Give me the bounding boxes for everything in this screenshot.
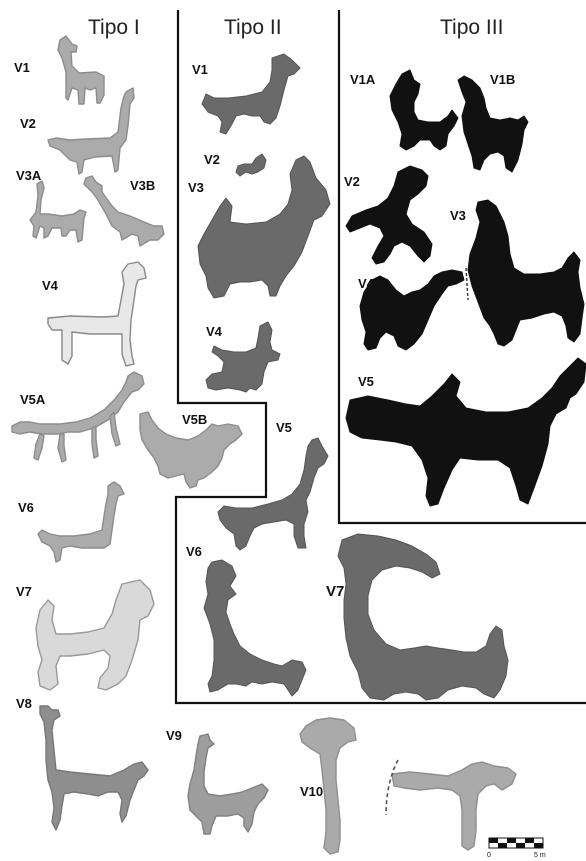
tipo1-v10-break-line [386,760,398,815]
tipo2-v7-label: V7 [326,583,344,600]
tipo1-v2-llama-figure [48,88,134,174]
tipo3-figures [346,70,586,506]
tipo2-v1-figure [202,54,300,134]
tipo3-v1a-figure [390,70,458,150]
tipo1-v6-label: V6 [18,500,34,515]
scale-end-label: 5 m [534,852,546,859]
tipo2-v4-label: V4 [206,324,223,339]
tipo1-v4-figure [48,262,146,366]
tipo3-v4-break-line [466,268,468,300]
tipo1-v1-llama-figure [58,36,104,104]
tipo2-v1-label: V1 [192,62,208,77]
tipo1-v9-label: V9 [166,728,182,743]
tipo3-v2-label: V2 [344,174,360,189]
tipo2-v3-label: V3 [188,180,204,195]
tipo1-v1-label: V1 [14,60,30,75]
tipo3-v5-figure [346,358,586,506]
tipo3-v3-figure [468,200,584,346]
tipo3-v4-label: V4 [358,276,375,291]
tipo1-v2-label: V2 [20,116,36,131]
tipo1-v10-second-figure [392,762,516,850]
tipo2-v5-label: V5 [276,420,292,435]
tipo3-v3-label: V3 [450,208,466,223]
tipo1-v3a-label: V3A [16,168,42,183]
tipo1-v7-figure [36,580,154,690]
tipo2-v6-figure [204,560,306,696]
tipo2-figures [198,54,508,700]
tipo1-v8-figure [40,706,148,830]
tipo2-v7-figure [338,534,508,700]
tipo1-heading: Tipo I [88,16,140,39]
tipo1-v5a-label: V5A [20,392,46,407]
tipo1-v8-label: V8 [16,696,32,711]
tipo1-v5b-label: V5B [182,412,207,427]
tipo2-heading: Tipo II [224,16,282,39]
tipo2-v6-label: V6 [186,544,202,559]
tipo3-v1b-label: V1B [490,72,515,87]
tipo1-v3a-figure [30,181,86,242]
scale-start-label: 0 [487,852,491,859]
tipo3-v1b-figure [458,76,528,172]
tipo2-v5-figure [218,438,328,550]
tipo2-v3-figure [198,156,330,298]
tipo3-v1a-label: V1A [350,72,376,87]
tipo1-v7-label: V7 [16,584,32,599]
tipo1-v4-label: V4 [42,278,59,293]
tipo3-v5-label: V5 [358,374,374,389]
tipo3-heading: Tipo III [440,16,503,39]
tipo3-v4-figure [360,270,464,350]
tipo1-v9-figure [188,734,268,834]
scale-bar: 0 5 m [487,838,546,859]
tipo1-v6-figure [38,482,124,562]
tipo1-v10-label: V10 [300,784,323,799]
tipo2-v2-label: V2 [204,152,220,167]
tipo2-v2-figure [236,154,266,176]
tipo1-v3b-label: V3B [130,178,155,193]
